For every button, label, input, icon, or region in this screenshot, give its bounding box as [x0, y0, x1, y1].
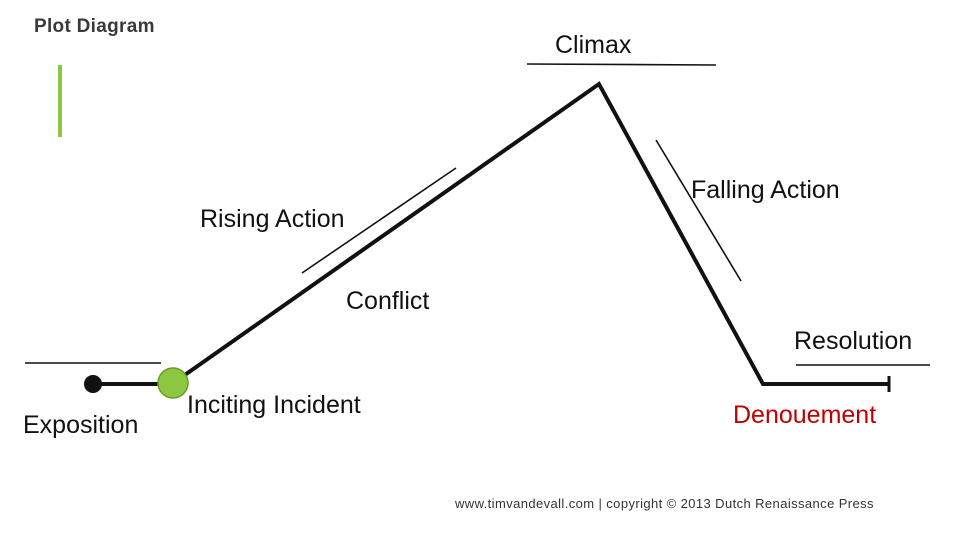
- climax-underline: [526, 63, 717, 66]
- rising-action-guide: [301, 167, 457, 274]
- rising-action-label: Rising Action: [200, 205, 345, 233]
- falling-action-guide: [655, 139, 742, 282]
- copyright-footer: www.timvandevall.com | copyright © 2013 …: [455, 496, 874, 511]
- diagram-title: Plot Diagram: [34, 16, 155, 37]
- plot-line: [93, 81, 888, 386]
- exposition-dot: [84, 375, 102, 393]
- exposition-label: Exposition: [23, 411, 139, 439]
- inciting-incident-label: Inciting Incident: [187, 391, 361, 419]
- falling-action-label: Falling Action: [691, 176, 840, 204]
- climax-label: Climax: [555, 31, 632, 59]
- inciting-incident-dot: [157, 367, 189, 399]
- conflict-label: Conflict: [346, 287, 430, 315]
- resolution-label: Resolution: [794, 327, 913, 355]
- denouement-label: Denouement: [733, 401, 877, 429]
